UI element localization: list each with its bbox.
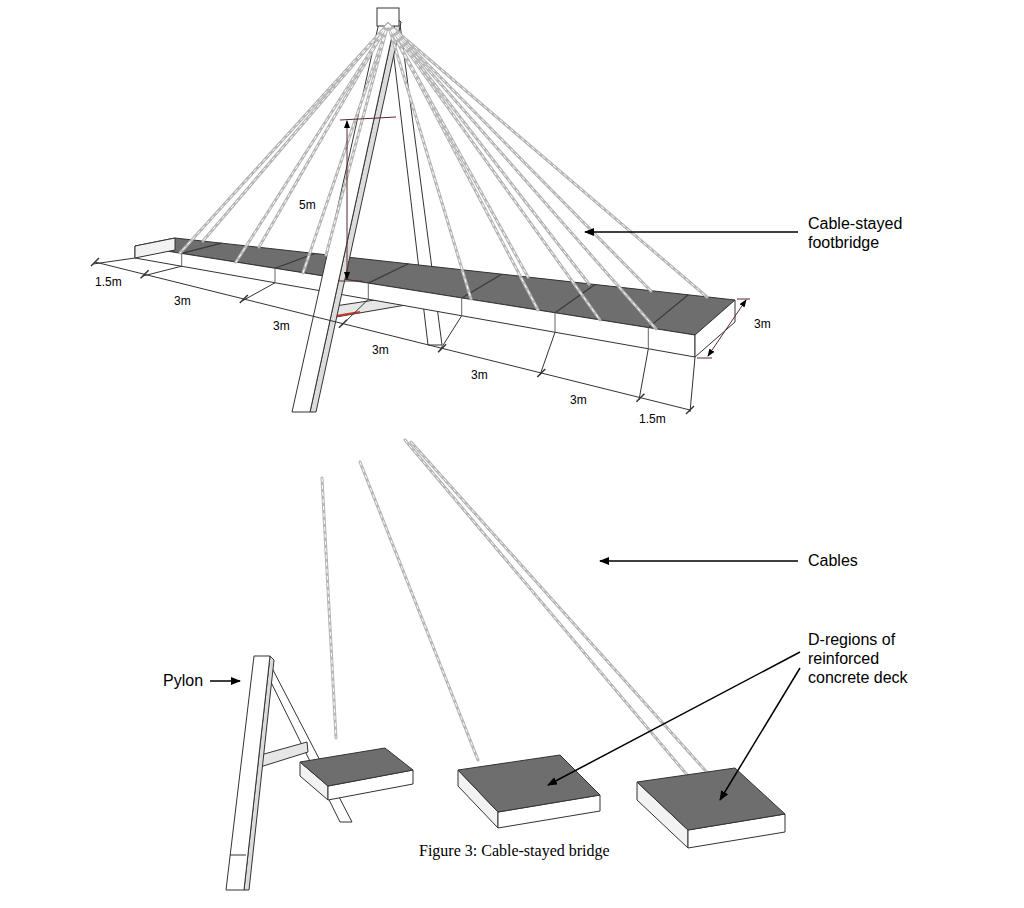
callout-label: Pylon xyxy=(163,671,203,690)
dimension-label: 1.5m xyxy=(638,412,667,426)
figure-caption: Figure 3: Cable-stayed bridge xyxy=(419,841,610,860)
callout-label: D-regions of reinforced concrete deck xyxy=(808,630,933,688)
callout-label: Cables xyxy=(808,551,858,570)
deck xyxy=(135,238,735,357)
leader-arrow xyxy=(548,652,800,785)
stay-cables xyxy=(180,24,707,329)
callout-label: Cable-stayed footbridge xyxy=(808,214,933,252)
length-dimension xyxy=(91,258,695,414)
dimension-label: 3m xyxy=(272,319,291,333)
height-dimension xyxy=(338,117,396,281)
dimension-label: 1.5m xyxy=(94,275,123,289)
dimension-label: 3m xyxy=(569,393,588,407)
dimension-label: 5m xyxy=(298,198,317,212)
dimension-label: 3m xyxy=(753,317,772,331)
width-dimension xyxy=(697,299,750,358)
dimension-label: 3m xyxy=(371,343,390,357)
leader-arrow xyxy=(585,231,798,233)
leader-arrow xyxy=(720,668,800,800)
dimension-label: 3m xyxy=(470,368,489,382)
leader-arrow xyxy=(600,560,798,562)
deck-d-regions xyxy=(300,748,785,848)
leader-arrow xyxy=(210,680,240,682)
cables-exploded xyxy=(322,440,712,778)
dimension-label: 3m xyxy=(173,294,192,308)
